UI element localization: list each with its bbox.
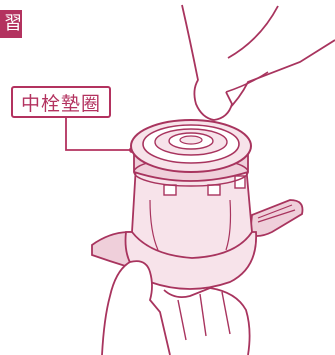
gasket-label: 中栓墊圈 (11, 86, 111, 118)
tab-2 (208, 185, 220, 195)
leader-line (66, 118, 130, 150)
handle (250, 200, 303, 236)
tab-1 (164, 185, 176, 195)
